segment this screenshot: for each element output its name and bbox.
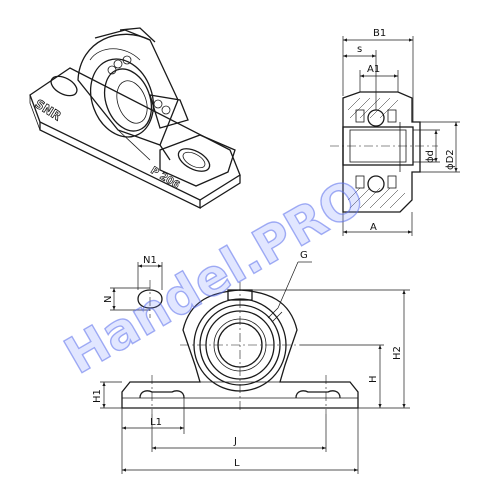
dim-a1: A1: [367, 64, 380, 75]
ball-bottom: [367, 175, 385, 193]
dim-j: J: [233, 436, 237, 447]
section-view: B1 s A1 A ϕd ϕD2: [330, 28, 460, 236]
isometric-bearing-view: SNR P 206: [29, 27, 241, 210]
dim-l1: L1: [150, 417, 162, 428]
ball-top: [367, 109, 385, 127]
model-engraving: P 206: [148, 165, 181, 191]
dim-a: A: [370, 222, 377, 233]
front-view: N1 N G H2 H H1 L1 J: [92, 250, 410, 474]
dim-h2: H2: [392, 346, 403, 360]
dim-h1: H1: [92, 389, 103, 403]
dim-l: L: [234, 458, 240, 469]
dim-s: s: [357, 44, 362, 55]
brand-engraving: SNR: [32, 97, 63, 124]
dim-n: N: [103, 296, 114, 303]
dim-d2: ϕD2: [445, 149, 456, 170]
dim-g: G: [300, 250, 308, 261]
dim-d: ϕd: [425, 150, 436, 163]
dim-n1: N1: [143, 255, 157, 266]
watermark: Handel.PRO: [55, 168, 374, 386]
dim-b1: B1: [373, 28, 386, 39]
dim-h: H: [368, 375, 379, 383]
